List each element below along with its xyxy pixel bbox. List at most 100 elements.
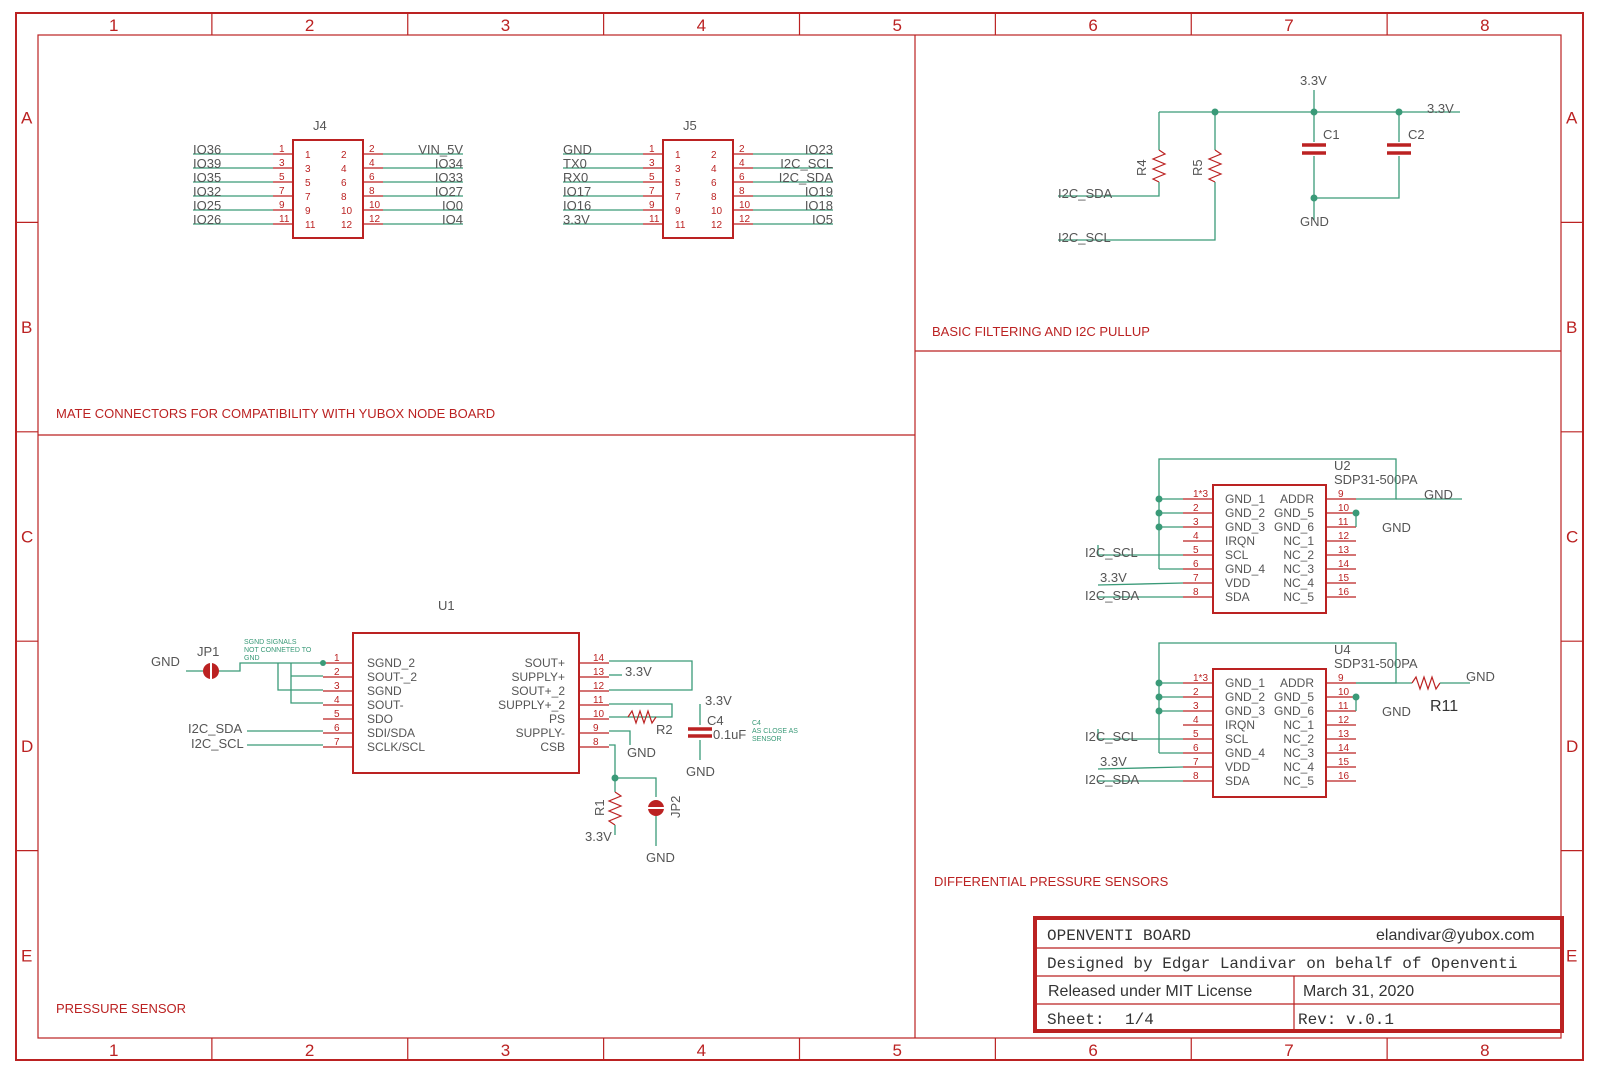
u1-pin-num-left: 1 — [334, 653, 340, 664]
u2-pin-num-right: 12 — [1338, 531, 1350, 542]
u2-pin-left: GND_2 — [1225, 506, 1265, 520]
u4-pin-num-left: 1*3 — [1193, 673, 1208, 684]
j4-ref: J4 — [313, 118, 327, 133]
zone-row-right: C — [1566, 528, 1578, 547]
u1-pin-right: CSB — [540, 740, 565, 754]
resistor-r5-symbol — [1207, 149, 1223, 183]
c4-note-2: AS CLOSE AS — [752, 728, 798, 735]
u2-pin-num-right: 13 — [1338, 545, 1350, 556]
jp1-label: JP1 — [197, 644, 219, 659]
r11-label: R11 — [1430, 698, 1458, 715]
j5-net-left: IO16 — [563, 198, 591, 213]
zone-row-right: A — [1566, 109, 1578, 128]
r1-33v-label: 3.3V — [585, 829, 612, 844]
rev-value: v.0.1 — [1346, 1011, 1394, 1029]
u1-pin-num-right: 14 — [593, 653, 605, 664]
j5-pin-left: 3 — [649, 158, 655, 169]
j5-pin-right: 8 — [739, 186, 745, 197]
section-title-mate: MATE CONNECTORS FOR COMPATIBILITY WITH Y… — [56, 406, 495, 421]
u2-pin-num-left: 2 — [1193, 503, 1199, 514]
c4-note-3: SENSOR — [752, 736, 782, 743]
j4-pin-right: 12 — [369, 214, 381, 225]
vcc-label-top: 3.3V — [1300, 73, 1327, 88]
j4-net-left: IO35 — [193, 170, 221, 185]
sgnd-note-3: GND — [244, 655, 260, 662]
zone-col-bottom: 5 — [892, 1041, 901, 1060]
u2-value: SDP31-500PA — [1334, 472, 1418, 487]
u1-pin-right: SUPPLY- — [516, 726, 565, 740]
u1-pin-num-left: 3 — [334, 681, 340, 692]
j4-pin-right: 8 — [369, 186, 375, 197]
gnd-c4-label: GND — [686, 764, 715, 779]
vcc-label-right: 3.3V — [1427, 101, 1454, 116]
j4-pin-left: 5 — [279, 172, 285, 183]
j4-net-right: IO4 — [442, 212, 463, 227]
u2-pin-right: NC_4 — [1283, 576, 1314, 590]
j5-pad-right: 4 — [711, 164, 717, 175]
j5-net-right: IO23 — [805, 142, 833, 157]
j4-pin-right: 6 — [369, 172, 375, 183]
j4-pad-left: 5 — [305, 178, 311, 189]
zone-col-top: 6 — [1088, 16, 1097, 35]
u4-pin-left: GND_4 — [1225, 746, 1265, 760]
gnd-supply-minus-label: GND — [627, 745, 656, 760]
zone-col-top: 7 — [1284, 16, 1293, 35]
u2-sda-label: I2C_SDA — [1085, 588, 1140, 603]
sgnd-note-2: NOT CONNETED TO — [244, 647, 312, 654]
zone-col-bottom: 7 — [1284, 1041, 1293, 1060]
j5-pad-left: 5 — [675, 178, 681, 189]
u2-pin-num-left: 8 — [1193, 587, 1199, 598]
u2-scl-label: I2C_SCL — [1085, 545, 1138, 560]
u2-gnd-right: GND — [1424, 487, 1453, 502]
u2-pin-num-right: 10 — [1338, 503, 1350, 514]
u4-gnd-right: GND — [1466, 669, 1495, 684]
zone-col-top: 1 — [109, 16, 118, 35]
j5-net-left: RX0 — [563, 170, 588, 185]
u2-pin-num-left: 3 — [1193, 517, 1199, 528]
u4-value: SDP31-500PA — [1334, 656, 1418, 671]
zone-col-bottom: 3 — [501, 1041, 510, 1060]
section-title-pressure: PRESSURE SENSOR — [56, 1001, 186, 1016]
u1-pin-num-left: 2 — [334, 667, 340, 678]
u1-33v-a: 3.3V — [625, 664, 652, 679]
j4-pin-left: 11 — [279, 214, 290, 225]
j5-net-right: IO5 — [812, 212, 833, 227]
zone-col-bottom: 6 — [1088, 1041, 1097, 1060]
u1-pin-num-left: 7 — [334, 737, 340, 748]
rev-label: Rev: — [1298, 1011, 1336, 1029]
j5-pad-right: 6 — [711, 178, 717, 189]
j4-pad-left: 3 — [305, 164, 311, 175]
scl-net-label: I2C_SCL — [1058, 230, 1111, 245]
u4-pin-left: GND_2 — [1225, 690, 1265, 704]
u4-pin-right: ADDR — [1280, 676, 1314, 690]
u2-pin-right: ADDR — [1280, 492, 1314, 506]
u1-pin-right: PS — [549, 712, 565, 726]
j4-pad-right: 12 — [341, 220, 353, 231]
u4-pin-right: GND_6 — [1274, 704, 1314, 718]
u4-pin-num-left: 6 — [1193, 743, 1199, 754]
u4-pin-left: VDD — [1225, 760, 1251, 774]
j4-pin-left: 9 — [279, 200, 285, 211]
r4-label: R4 — [1134, 159, 1149, 176]
u1-pin-left: SOUT- — [367, 698, 404, 712]
j5-pad-left: 9 — [675, 206, 681, 217]
section-title-filter: BASIC FILTERING AND I2C PULLUP — [932, 324, 1150, 339]
u2-33v-label: 3.3V — [1100, 570, 1127, 585]
j5-pin-left: 7 — [649, 186, 655, 197]
resistor-r11-symbol — [1411, 675, 1441, 691]
u4-pin-right: NC_1 — [1283, 718, 1314, 732]
u4-pin-num-left: 7 — [1193, 757, 1199, 768]
u1-pin-num-right: 9 — [593, 723, 599, 734]
u2-pin-num-right: 11 — [1338, 517, 1349, 528]
u4-pin-left: SCL — [1225, 732, 1249, 746]
u4-pin-num-right: 14 — [1338, 743, 1350, 754]
u2-pin-left: SDA — [1225, 590, 1250, 604]
u2-pin-num-right: 15 — [1338, 573, 1350, 584]
j4-net-left: IO25 — [193, 198, 221, 213]
u1-pin-right: SUPPLY+ — [512, 670, 565, 684]
u4-pin-num-right: 11 — [1338, 701, 1349, 712]
sheet-value: 1/4 — [1125, 1011, 1154, 1029]
j4-pad-left: 1 — [305, 150, 311, 161]
